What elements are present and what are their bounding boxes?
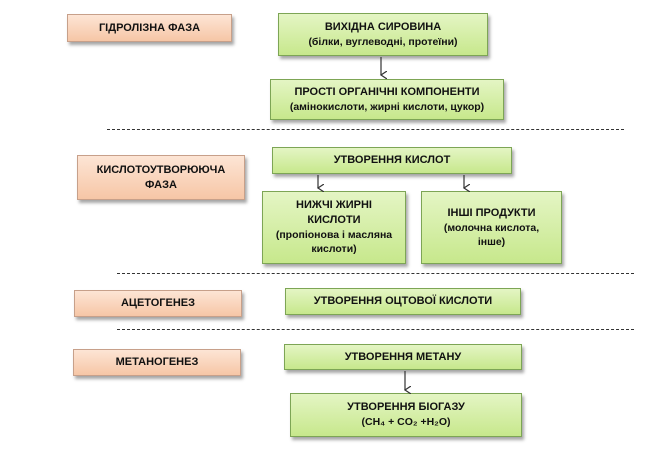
node-raw-material-detail: (білки, вуглеводні, протеїни) (308, 35, 458, 48)
node-other-products-title: ІНШІ ПРОДУКТИ (447, 206, 536, 219)
node-acetic-acid: УТВОРЕННЯ ОЦТОВОЇ КИСЛОТИ (285, 288, 521, 315)
phase-methanogenesis: МЕТАНОГЕНЕЗ (73, 349, 241, 376)
phase-methanogenesis-label: МЕТАНОГЕНЕЗ (115, 356, 199, 369)
node-acetic-acid-title: УТВОРЕННЯ ОЦТОВОЇ КИСЛОТИ (313, 295, 493, 308)
phase-hydrolysis-label: ГІДРОЛІЗНА ФАЗА (98, 21, 201, 34)
node-lower-fatty-acids: НИЖЧІ ЖИРНІ КИСЛОТИ (пропіонова і маслян… (262, 191, 406, 264)
node-other-products: ІНШІ ПРОДУКТИ (молочна кислота, інше) (421, 191, 562, 264)
node-methane-title: УТВОРЕННЯ МЕТАНУ (344, 350, 462, 363)
node-other-products-detail: (молочна кислота, інше) (443, 221, 540, 248)
node-lower-fatty-acids-detail: (пропіонова і масляна кислоти) (275, 229, 393, 256)
node-biogas-formula: (CH₄ + CO₂ +H₂O) (361, 416, 451, 429)
phase-hydrolysis: ГІДРОЛІЗНА ФАЗА (67, 14, 232, 42)
divider-acetogenesis-methanogenesis (117, 329, 634, 330)
node-biogas: УТВОРЕННЯ БІОГАЗУ (CH₄ + CO₂ +H₂O) (290, 393, 522, 437)
node-simple-organic-title: ПРОСТІ ОРГАНІЧНІ КОМПОНЕНТИ (294, 85, 480, 98)
node-acid-formation: УТВОРЕННЯ КИСЛОТ (272, 147, 512, 174)
phase-acetogenesis: АЦЕТОГЕНЕЗ (74, 290, 242, 317)
node-biogas-title: УТВОРЕННЯ БІОГАЗУ (347, 401, 465, 414)
node-raw-material: ВИХІДНА СИРОВИНА (білки, вуглеводні, про… (278, 13, 488, 56)
phase-acetogenesis-label: АЦЕТОГЕНЕЗ (120, 297, 196, 310)
node-simple-organic: ПРОСТІ ОРГАНІЧНІ КОМПОНЕНТИ (амінокислот… (270, 79, 504, 120)
node-acid-formation-title: УТВОРЕННЯ КИСЛОТ (333, 154, 451, 167)
node-methane: УТВОРЕННЯ МЕТАНУ (284, 344, 522, 370)
divider-acidogenic-acetogenesis (117, 273, 634, 274)
node-raw-material-title: ВИХІДНА СИРОВИНА (324, 20, 442, 33)
phase-acidogenic: КИСЛОТОУТВОРЮЮЧА ФАЗА (77, 155, 245, 200)
divider-hydrolysis-acidogenic (107, 129, 624, 130)
node-simple-organic-detail: (амінокислоти, жирні кислоти, цукор) (289, 100, 485, 113)
phase-acidogenic-label: КИСЛОТОУТВОРЮЮЧА ФАЗА (96, 163, 226, 191)
node-lower-fatty-acids-title: НИЖЧІ ЖИРНІ КИСЛОТИ (296, 199, 372, 227)
